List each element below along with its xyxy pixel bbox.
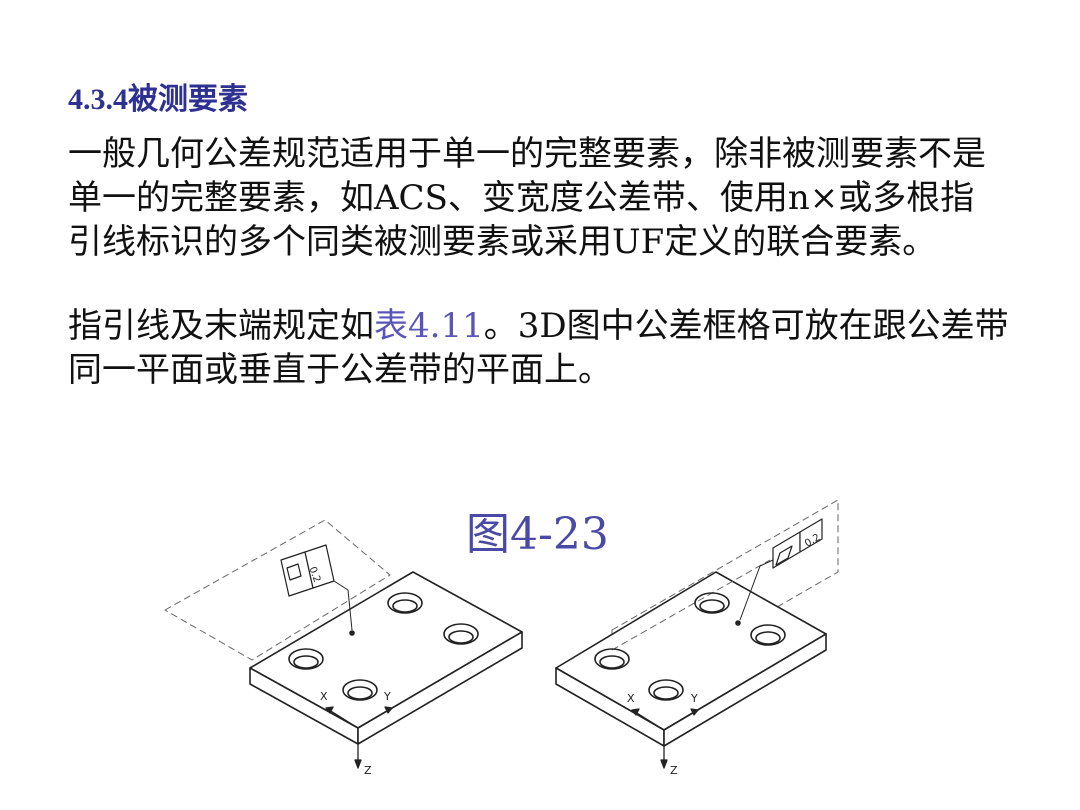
table-reference-link[interactable]: 表4.11 — [374, 306, 484, 346]
left-tolerance-frame — [280, 544, 355, 636]
right-axes — [631, 708, 699, 769]
paragraph-2-line-2: 同一平面或垂直于公差带的平面上。 — [68, 350, 612, 390]
paragraph-1-line-1: 一般几何公差规范适用于单一的完整要素，除非被测要素不是 — [68, 134, 986, 174]
paragraph-1: 一般几何公差规范适用于单一的完整要素，除非被测要素不是 单一的完整要素，如ACS… — [68, 132, 1058, 264]
left-axis-x-label: X — [320, 690, 328, 703]
left-plate-holes — [288, 592, 479, 701]
right-plate-drawing — [555, 499, 839, 769]
paragraph-2-line-1: 指引线及末端规定如表4.11。3D图中公差框格可放在跟公差带 — [68, 304, 1058, 348]
paragraph-2: 指引线及末端规定如表4.11。3D图中公差框格可放在跟公差带 同一平面或垂直于公… — [68, 304, 1058, 392]
paragraph-1-line-3: 引线标识的多个同类被测要素或采用UF定义的联合要素。 — [68, 222, 937, 262]
section-heading: 4.3.4被测要素 — [68, 83, 248, 116]
left-tolerance-value: 0.2 — [306, 565, 322, 584]
left-axes — [325, 706, 393, 769]
right-axis-y-label: Y — [690, 692, 698, 705]
right-axis-x-label: X — [627, 692, 635, 705]
figure-label: 图4-23 — [466, 509, 609, 560]
left-axis-y-label: Y — [383, 690, 391, 703]
paragraph-2-text-after: 。3D图中公差框格可放在跟公差带 — [483, 306, 1009, 346]
right-axis-z-label: Z — [670, 764, 678, 777]
right-plate-holes — [594, 592, 786, 701]
right-tolerance-frame — [735, 518, 823, 626]
paragraph-2-text-before: 指引线及末端规定如 — [68, 306, 374, 346]
left-plate-drawing — [164, 519, 523, 769]
left-axis-z-label: Z — [364, 764, 372, 777]
paragraph-1-line-2: 单一的完整要素，如ACS、变宽度公差带、使用n×或多根指 — [68, 178, 975, 218]
